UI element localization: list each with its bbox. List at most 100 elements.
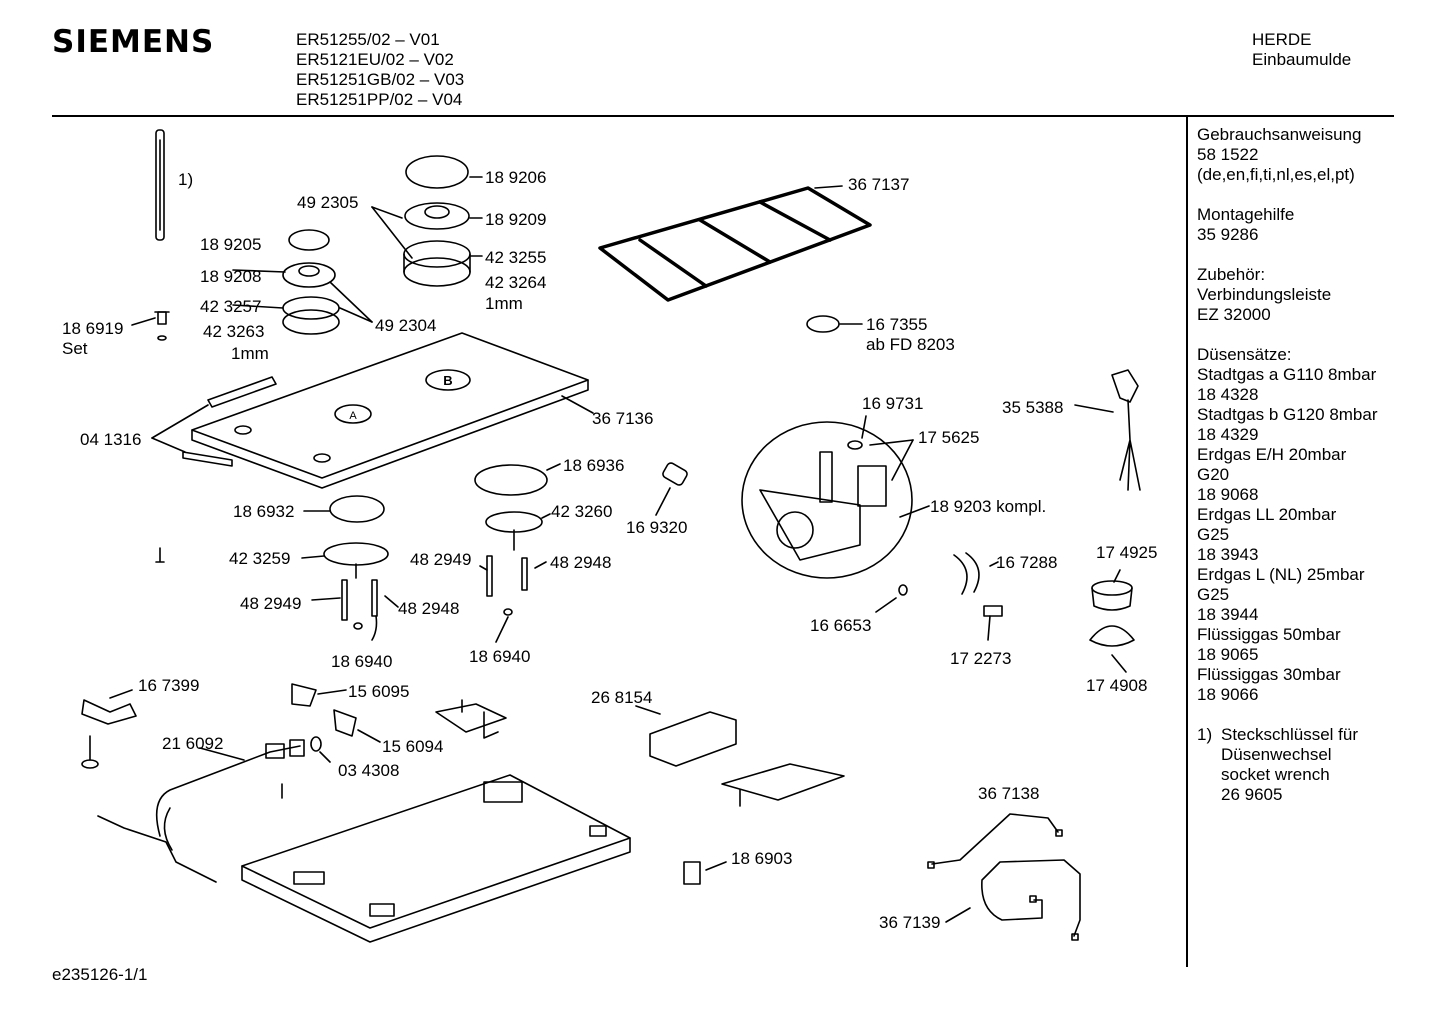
label-482949-a: 48 2949 <box>240 594 302 613</box>
label-367139: 36 7139 <box>879 913 941 932</box>
label-1mm-a: 1mm <box>485 294 523 313</box>
label-482948-a: 48 2948 <box>398 599 460 618</box>
exploded-parts-diagram: A B <box>81 129 1141 943</box>
seal-rings-large <box>403 240 471 287</box>
label-set: Set <box>62 339 88 358</box>
sidebar-line: G20 <box>1197 465 1230 484</box>
sidebar-line: Stadtgas a G110 8mbar <box>1197 365 1377 384</box>
label-034308: 03 4308 <box>338 761 400 780</box>
small-screw <box>155 547 165 563</box>
electrodes-left <box>311 579 399 641</box>
sidebar-line: 18 4328 <box>1197 385 1259 404</box>
label-186919: 18 6919 <box>62 319 124 338</box>
label-423260: 42 3260 <box>551 502 613 521</box>
sidebar-line: EZ 32000 <box>1197 305 1271 324</box>
knob-cap-part <box>806 315 863 333</box>
sidebar-line: 18 4329 <box>1197 425 1259 444</box>
sidebar-line: Erdgas L (NL) 25mbar <box>1197 565 1365 584</box>
sidebar-line: Montagehilfe <box>1197 205 1295 224</box>
screw-large <box>81 735 99 769</box>
label-175625: 17 5625 <box>918 428 980 447</box>
bottom-tray <box>241 774 631 943</box>
label-186940-a: 18 6940 <box>331 652 393 671</box>
label-492304: 49 2304 <box>375 316 437 335</box>
sidebar-line: 18 3943 <box>1197 545 1259 564</box>
label-423255: 42 3255 <box>485 248 547 267</box>
label-423263: 42 3263 <box>203 322 265 341</box>
burner-body-a <box>485 511 551 551</box>
gas-pipe <box>97 736 331 883</box>
label-268154: 26 8154 <box>591 688 653 707</box>
clip-186903 <box>683 861 727 885</box>
label-189206: 18 9206 <box>485 168 547 187</box>
label-216092: 21 6092 <box>162 734 224 753</box>
label-041316: 04 1316 <box>80 430 142 449</box>
module-bracket <box>721 763 845 807</box>
label-167288: 16 7288 <box>996 553 1058 572</box>
sidebar-line: G25 <box>1197 525 1230 544</box>
label-189209: 18 9209 <box>485 210 547 229</box>
label-167355: 16 7355 <box>866 315 928 334</box>
ignition-module <box>635 705 737 767</box>
ring-186932 <box>329 495 385 523</box>
model-v04: ER51251PP/02 – V04 <box>296 90 463 109</box>
sidebar-line: 35 9286 <box>1197 225 1259 244</box>
sidebar-line: Erdgas E/H 20mbar <box>1197 445 1347 464</box>
label-186940-b: 18 6940 <box>469 647 531 666</box>
label-186936: 18 6936 <box>563 456 625 475</box>
sidebar-divider <box>1186 117 1188 967</box>
washer-166653 <box>898 584 908 596</box>
gas-tap-assembly <box>741 415 930 579</box>
label-355388: 35 5388 <box>1002 398 1064 417</box>
drawing-id: e235126-1/1 <box>52 965 148 984</box>
label-482948-b: 48 2948 <box>550 553 612 572</box>
header-divider <box>52 115 1394 117</box>
sidebar-line: Düsensätze: <box>1197 345 1292 364</box>
electrodes-right <box>479 555 547 643</box>
sidebar-line: Flüssiggas 30mbar <box>1197 665 1341 684</box>
label-189208: 18 9208 <box>200 267 262 286</box>
model-v03: ER51251GB/02 – V03 <box>296 70 465 89</box>
label-174925: 17 4925 <box>1096 543 1158 562</box>
screw-172273 <box>983 605 1003 641</box>
spindle-extension <box>655 462 688 516</box>
label-1mm-b: 1mm <box>231 344 269 363</box>
power-cable <box>1074 369 1141 491</box>
sidebar-line: Gebrauchsanweisung <box>1197 125 1362 144</box>
label-367137: 36 7137 <box>848 175 910 194</box>
label-189203: 18 9203 kompl. <box>930 497 1047 516</box>
brand-logo: SIEMENS <box>52 24 215 60</box>
wire-367138 <box>927 813 1063 869</box>
burner-cup-174925 <box>1091 569 1133 611</box>
model-v01: ER51255/02 – V01 <box>296 30 440 49</box>
mounting-bracket <box>81 689 137 725</box>
sidebar-line: Erdgas LL 20mbar <box>1197 505 1337 524</box>
footnote-marker: 1) <box>1197 725 1213 744</box>
burner-body-b <box>301 542 389 579</box>
elbow-156095 <box>291 683 347 707</box>
label-367136: 36 7136 <box>592 409 654 428</box>
model-list: ER51255/02 – V01 ER5121EU/02 – V02 ER512… <box>296 30 464 110</box>
sidebar-line: 18 9065 <box>1197 645 1259 664</box>
burner-head-small <box>282 262 336 288</box>
sidebar-line: 58 1522 <box>1197 145 1259 164</box>
sidebar-line: Stadtgas b G120 8mbar <box>1197 405 1378 424</box>
sidebar-line: (de,en,fi,ti,nl,es,el,pt) <box>1197 165 1355 184</box>
elbow-156094 <box>333 709 381 743</box>
burner-cap-small <box>288 229 330 251</box>
pan-support-grate <box>598 186 872 302</box>
label-166653: 16 6653 <box>810 616 872 635</box>
ring-186936 <box>474 464 548 496</box>
screw-set-part <box>131 311 170 341</box>
retaining-clip <box>953 552 999 595</box>
label-abfd8203: ab FD 8203 <box>866 335 955 354</box>
label-423264: 42 3264 <box>485 273 547 292</box>
burner-head-large <box>404 202 470 230</box>
sidebar-line: 26 9605 <box>1221 785 1283 804</box>
category-sub: Einbaumulde <box>1252 50 1352 69</box>
